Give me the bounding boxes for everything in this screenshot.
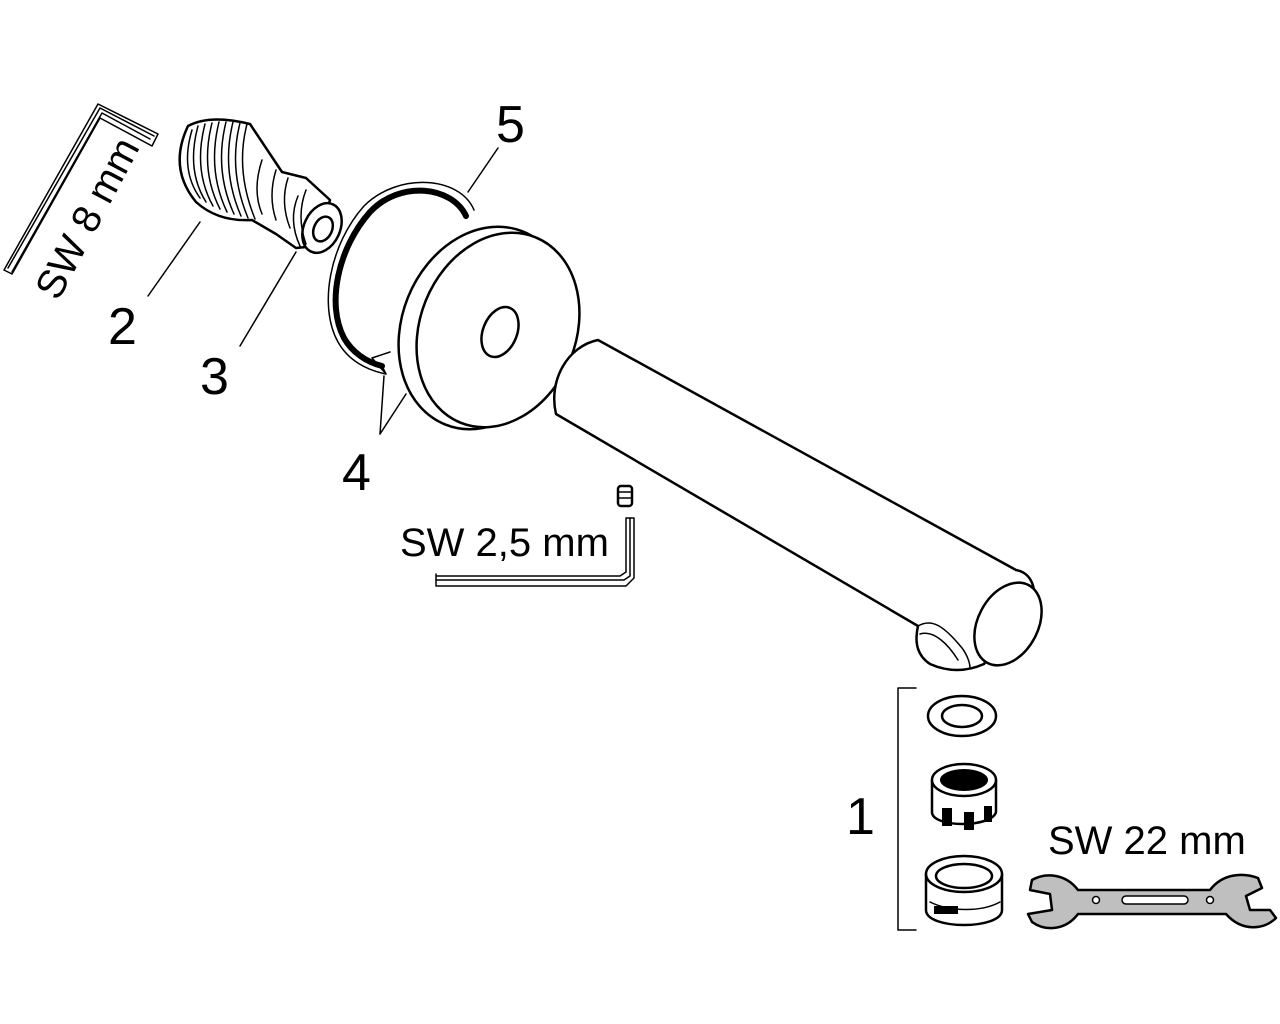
bracket-part-1 — [897, 687, 917, 931]
leader-4a — [379, 375, 385, 435]
hex-key-2-5mm — [435, 517, 635, 587]
label-sw-22mm: SW 22 mm — [1048, 819, 1246, 863]
callout-1: 1 — [846, 788, 875, 846]
part-2-threaded-connector — [178, 118, 343, 255]
callout-2: 2 — [108, 298, 137, 356]
leader-5 — [467, 147, 499, 193]
label-sw-8mm: SW 8 mm — [27, 131, 148, 307]
callout-5: 5 — [496, 96, 525, 154]
leader-4b — [379, 393, 407, 435]
aerator-insert — [930, 762, 998, 830]
grub-screw — [616, 484, 634, 508]
aerator-housing — [924, 854, 1004, 927]
label-sw-2-5mm: SW 2,5 mm — [400, 521, 609, 565]
aerator-washer — [926, 694, 998, 738]
hex-key-8mm — [3, 103, 159, 275]
leader-3 — [239, 251, 297, 347]
spout — [553, 338, 1043, 672]
callout-3: 3 — [200, 348, 229, 406]
leader-2 — [147, 221, 201, 297]
callout-4: 4 — [342, 444, 371, 502]
spanner-22mm — [1026, 873, 1278, 930]
part-5-split-ring — [327, 181, 475, 375]
part-4-cover-rosette — [397, 225, 581, 431]
